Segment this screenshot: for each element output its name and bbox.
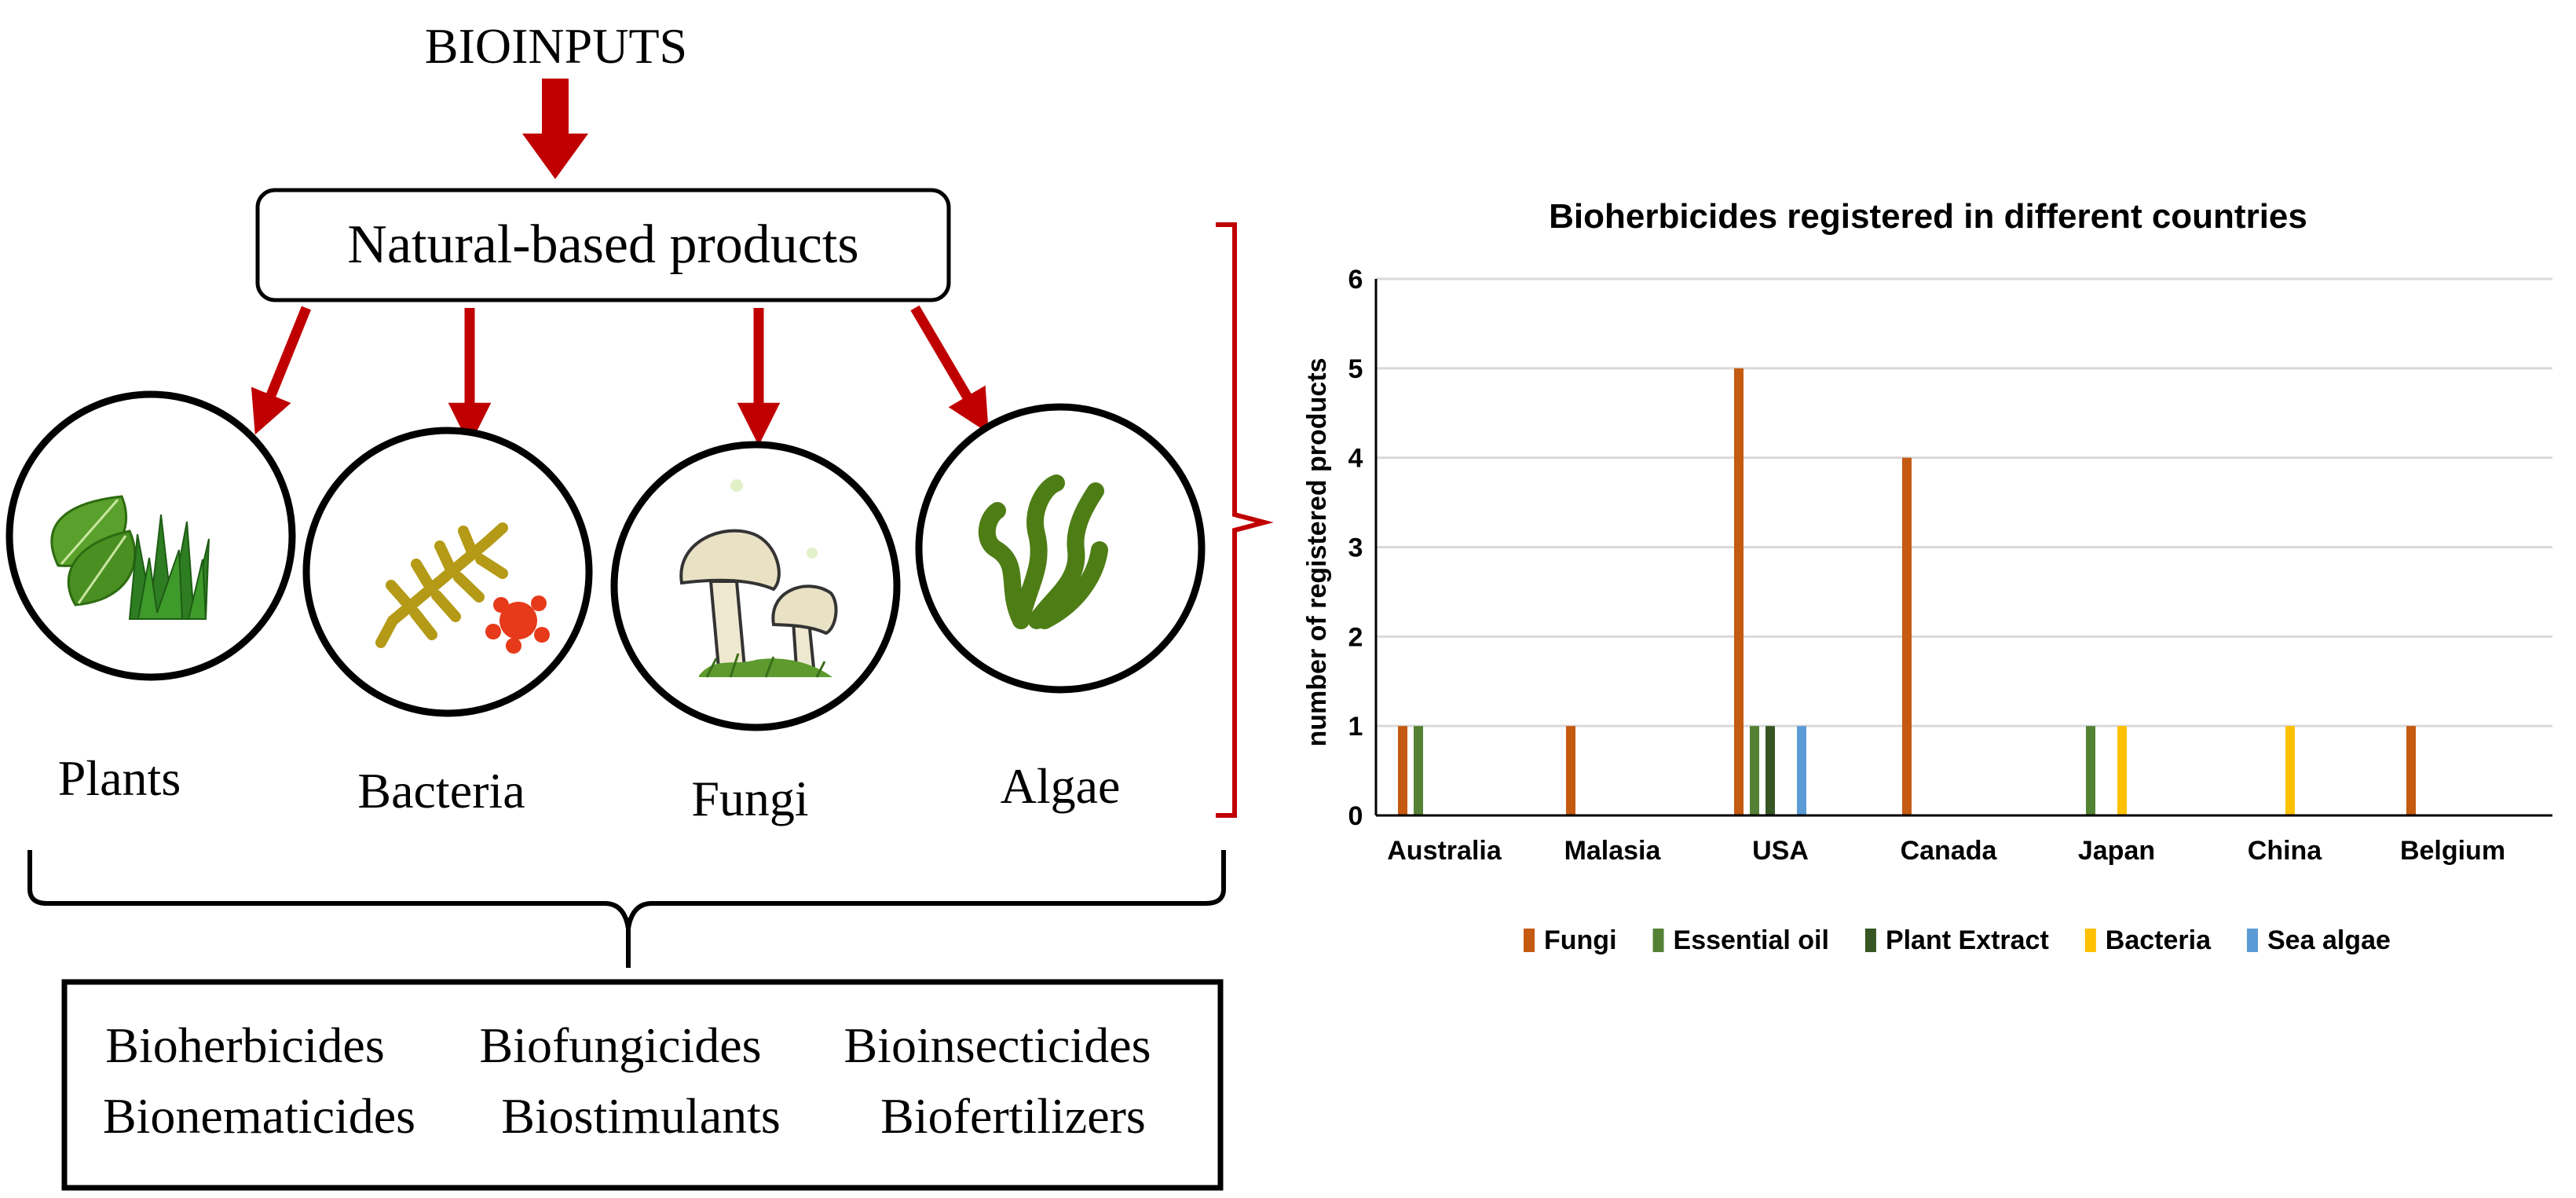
gridlines bbox=[1376, 277, 2552, 727]
legend-swatch bbox=[1524, 929, 1535, 952]
bar-fungi-belgium bbox=[2406, 726, 2416, 815]
y-tick-label: 0 bbox=[1348, 801, 1363, 831]
x-tick-label: China bbox=[2248, 836, 2323, 866]
legend-label: Bacteria bbox=[2106, 925, 2212, 955]
branch-arrows bbox=[251, 305, 989, 446]
legend-label: Sea algae bbox=[2267, 925, 2391, 955]
product-bioinsecticides: Bioinsecticides bbox=[843, 1017, 1151, 1073]
bar-essential-oil-usa bbox=[1750, 726, 1759, 815]
y-axis-label: number of registered products bbox=[1302, 358, 1332, 747]
category-label-algae: Algae bbox=[1001, 758, 1121, 814]
legend-label: Fungi bbox=[1544, 925, 1617, 955]
bars bbox=[1398, 368, 2416, 815]
product-bionematicides: Bionematicides bbox=[103, 1088, 415, 1144]
legend-swatch bbox=[1864, 929, 1876, 952]
bar-bacteria-japan bbox=[2117, 726, 2127, 815]
category-label-bacteria: Bacteria bbox=[357, 763, 525, 819]
red-connector-bracket bbox=[1216, 222, 1274, 818]
bar-chart: Bioherbicides registered in different co… bbox=[1302, 197, 2552, 955]
bar-sea-algae-usa bbox=[1797, 726, 1806, 815]
products-box: Bioherbicides Biofungicides Bioinsectici… bbox=[61, 979, 1224, 1191]
product-biostimulants: Biostimulants bbox=[501, 1088, 781, 1144]
category-label-fungi: Fungi bbox=[691, 771, 808, 826]
algae-circle bbox=[915, 403, 1206, 694]
curly-brace bbox=[27, 850, 1226, 968]
y-tick-labels: 0 1 2 3 4 5 6 bbox=[1348, 265, 1363, 831]
y-tick-label: 3 bbox=[1348, 533, 1363, 563]
legend-swatch bbox=[2084, 929, 2096, 952]
x-tick-labels: Australia Malasia USA Canada Japan China Belgi… bbox=[1387, 836, 2505, 866]
plants-circle bbox=[5, 390, 296, 681]
bar-plant-extract-usa bbox=[1766, 726, 1775, 815]
bar-fungi-canada bbox=[1902, 457, 1912, 815]
bacteria-icon bbox=[375, 522, 550, 654]
y-tick-label: 2 bbox=[1348, 622, 1363, 652]
product-bioherbicides: Bioherbicides bbox=[105, 1017, 384, 1073]
bar-fungi-usa bbox=[1734, 368, 1744, 815]
y-tick-label: 5 bbox=[1348, 354, 1363, 384]
y-tick-label: 6 bbox=[1348, 265, 1363, 295]
product-biofungicides: Biofungicides bbox=[479, 1017, 761, 1073]
legend: Fungi Essential oil Plant Extract Bacteria S… bbox=[1524, 925, 2391, 955]
natural-products-box: Natural-based products bbox=[255, 188, 951, 302]
x-tick-label: Belgium bbox=[2400, 836, 2505, 866]
y-tick-label: 4 bbox=[1348, 444, 1363, 474]
bar-bacteria-china bbox=[2285, 726, 2295, 815]
top-arrow bbox=[522, 79, 588, 179]
bar-essential-oil-australia bbox=[1414, 726, 1423, 815]
arrow-to-algae bbox=[910, 305, 989, 434]
natural-products-label: Natural-based products bbox=[347, 214, 858, 275]
arrow-to-plants bbox=[251, 306, 312, 435]
bar-fungi-malasia bbox=[1566, 726, 1575, 815]
bioinputs-diagram: BIOINPUTS Natural-based products bbox=[5, 18, 1274, 1191]
x-tick-label: Australia bbox=[1387, 836, 1502, 866]
x-tick-label: Japan bbox=[2078, 836, 2155, 866]
x-tick-label: USA bbox=[1752, 836, 1809, 866]
seaweed-icon bbox=[978, 474, 1108, 629]
bar-essential-oil-japan bbox=[2086, 726, 2095, 815]
bar-fungi-australia bbox=[1398, 726, 1407, 815]
legend-swatch bbox=[1652, 929, 1664, 952]
chart-title: Bioherbicides registered in different co… bbox=[1549, 197, 2307, 236]
x-tick-label: Malasia bbox=[1564, 836, 1662, 866]
fungi-circle bbox=[610, 441, 901, 731]
axes bbox=[1374, 279, 2552, 817]
product-biofertilizers: Biofertilizers bbox=[880, 1088, 1146, 1144]
legend-swatch bbox=[2247, 929, 2258, 952]
bioinputs-title: BIOINPUTS bbox=[425, 18, 687, 74]
category-label-plants: Plants bbox=[58, 750, 181, 806]
x-tick-label: Canada bbox=[1901, 836, 1998, 866]
y-tick-label: 1 bbox=[1348, 712, 1363, 742]
legend-label: Essential oil bbox=[1674, 925, 1829, 955]
legend-label: Plant Extract bbox=[1886, 925, 2049, 955]
plant-leaves-icon bbox=[50, 495, 210, 620]
mushroom-icon bbox=[679, 479, 838, 678]
